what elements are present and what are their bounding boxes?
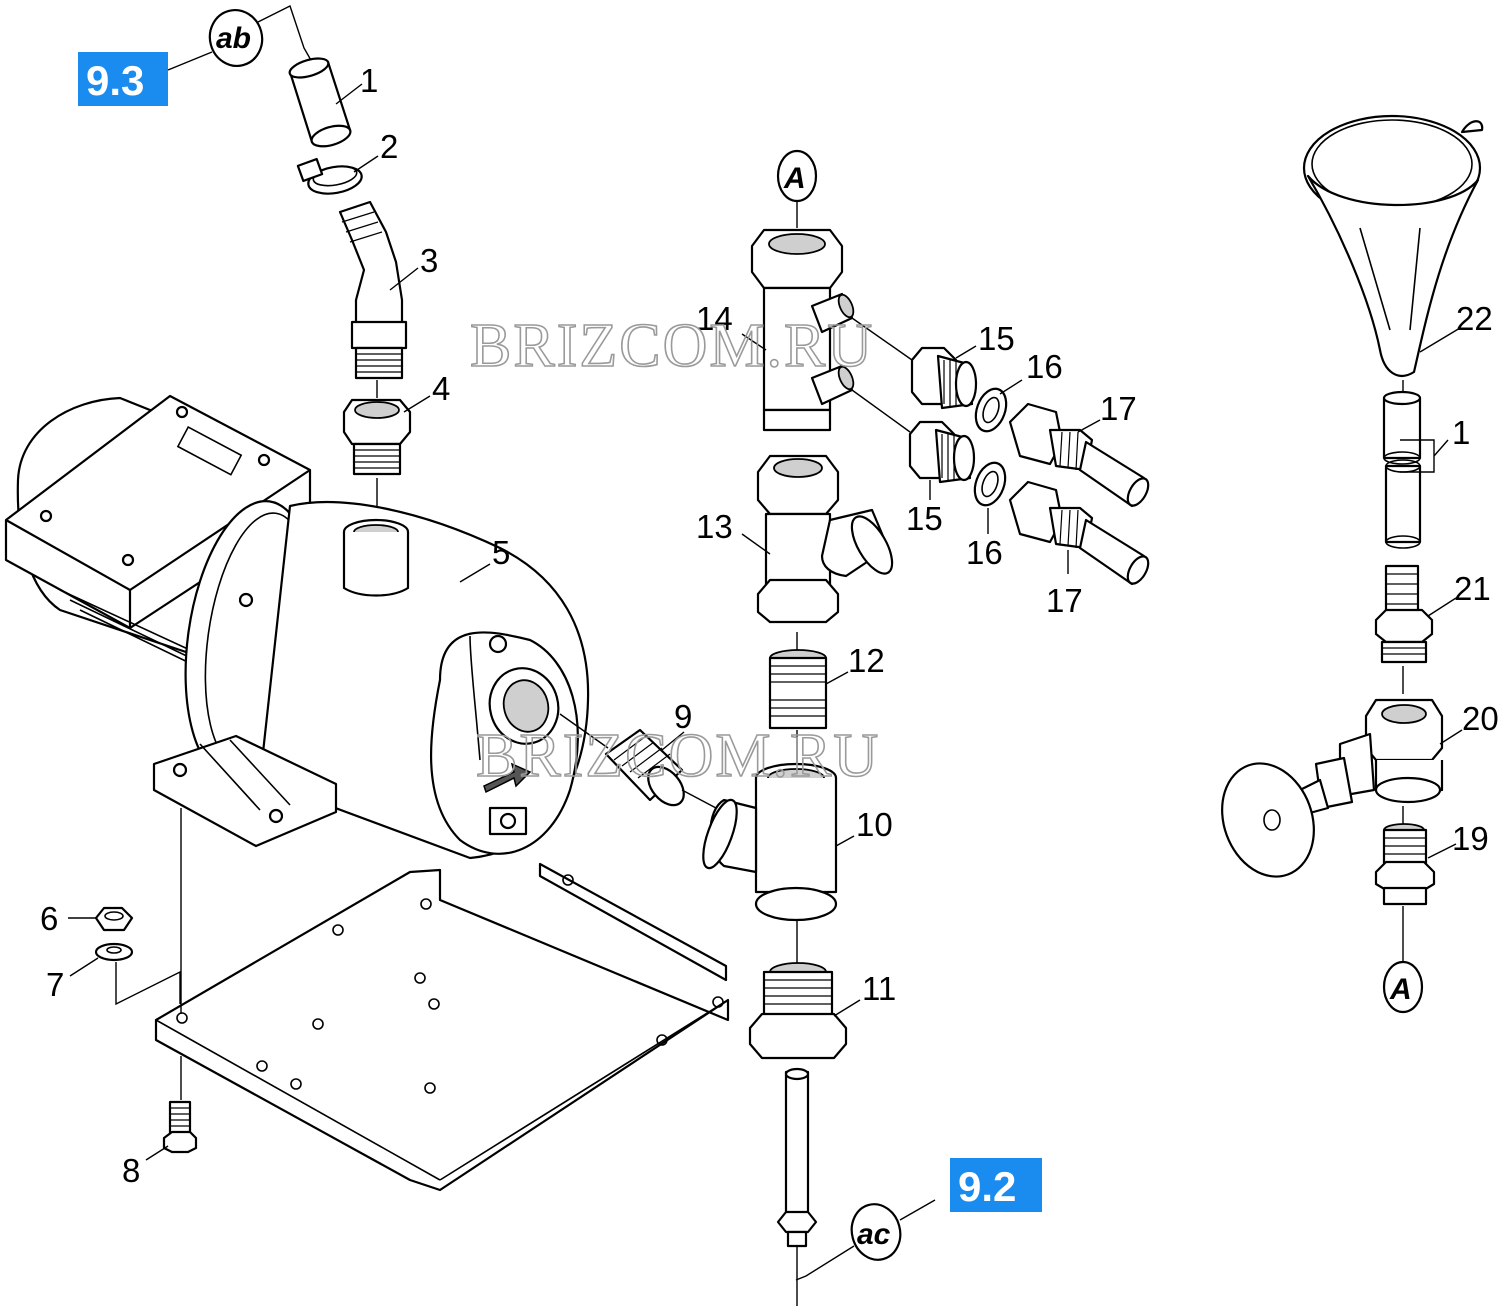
callout-14-label: 14 [696,300,733,337]
callout-9-label: 9 [674,698,692,735]
callout-11-label: 11 [862,970,896,1007]
part-nut-6[interactable] [94,906,134,932]
callout-6[interactable]: 6 [40,900,96,937]
callout-19[interactable]: 19 [1427,820,1489,859]
part-washer-16-upper[interactable] [970,385,1011,436]
part-hose-1[interactable] [288,55,353,150]
bubble-ab[interactable]: ab [167,4,313,72]
callout-7[interactable]: 7 [46,957,99,1003]
reference-badge-top-label: 9.3 [86,57,144,104]
bubble-a-top[interactable]: A [776,149,818,228]
part-pump-5[interactable] [4,394,590,860]
callout-13-label: 13 [696,508,733,545]
bubble-ac[interactable]: ac [795,1199,936,1281]
callout-15-lower[interactable]: 15 [906,480,943,537]
watermark-lower: BRIZCOM.RU [476,722,880,790]
part-clamp-2[interactable] [296,157,364,197]
reference-badge-bottom[interactable]: 9.2 [950,1158,1042,1212]
bubble-ab-label: ab [216,22,251,55]
part-hose-nipple-21[interactable] [1374,564,1434,664]
part-valve-20[interactable] [1207,698,1444,890]
part-nipple-9[interactable] [604,728,691,812]
callout-2[interactable]: 2 [353,128,398,173]
bubble-a-bottom-label: A [1389,973,1412,1006]
callout-5[interactable]: 5 [459,534,510,583]
callout-16-lower-label: 16 [966,534,1003,571]
callout-5-label: 5 [492,534,510,571]
callout-9[interactable]: 9 [661,698,692,751]
part-washer-16-lower[interactable] [969,459,1010,510]
callout-10-label: 10 [856,806,893,843]
callout-12-label: 12 [848,642,885,679]
flow-line-5-9 [559,713,609,749]
callout-17-upper[interactable]: 17 [1077,390,1137,433]
part-connector-15-upper[interactable] [910,346,978,410]
mount-leader-7 [115,962,181,1006]
bubble-ac-label: ac [857,1218,891,1251]
part-hose-nipple-3[interactable] [338,200,408,380]
callout-2-label: 2 [380,128,398,165]
callout-12[interactable]: 12 [825,642,885,685]
callout-20-label: 20 [1462,700,1499,737]
part-reducer-4[interactable] [342,398,412,476]
part-fitting-17-upper[interactable] [1008,402,1152,509]
callout-22[interactable]: 22 [1419,300,1493,353]
callout-1-right[interactable]: 1 [1400,414,1470,473]
callout-3-label: 3 [420,242,438,279]
callout-17-upper-label: 17 [1100,390,1137,427]
callout-16-upper[interactable]: 16 [999,348,1063,395]
callout-11[interactable]: 11 [833,970,896,1017]
flow-line-9-10 [681,789,717,809]
flow-line-14-15a [851,317,913,361]
part-washer-7[interactable] [94,942,134,962]
callout-1-right-label: 1 [1452,414,1470,451]
part-probe[interactable] [776,1067,818,1306]
callout-16-upper-label: 16 [1026,348,1063,385]
callout-16-lower[interactable]: 16 [966,508,1003,571]
callout-7-label: 7 [46,966,64,1003]
callout-21[interactable]: 21 [1427,570,1491,617]
callout-22-label: 22 [1456,300,1493,337]
callout-3[interactable]: 3 [389,242,438,291]
callout-19-label: 19 [1452,820,1489,857]
callout-14[interactable]: 14 [696,300,767,351]
callout-17-lower[interactable]: 17 [1046,550,1083,619]
callout-8[interactable]: 8 [122,1145,169,1189]
part-nipple-19[interactable] [1374,823,1436,906]
part-fitting-17-lower[interactable] [1008,480,1152,587]
callout-15-upper[interactable]: 15 [955,320,1015,359]
callout-15-lower-label: 15 [906,500,943,537]
flow-line-14-15b [851,389,911,433]
callout-1-top[interactable]: 1 [335,62,378,105]
base-plate [154,862,730,1192]
callout-20[interactable]: 20 [1439,700,1499,745]
callout-4[interactable]: 4 [403,370,450,413]
callout-15-upper-label: 15 [978,320,1015,357]
part-connector-15-lower[interactable] [908,420,976,484]
part-adapter-11[interactable] [748,962,848,1060]
callout-1-top-label: 1 [360,62,378,99]
bubble-a-bottom[interactable]: A [1382,906,1424,1014]
callout-21-label: 21 [1454,570,1491,607]
part-tee-13[interactable] [756,454,900,624]
callout-6-label: 6 [40,900,58,937]
watermark-upper: BRIZCOM.RU [470,312,874,380]
part-hose-1-right[interactable] [1382,390,1422,549]
reference-badge-bottom-label: 9.2 [958,1163,1016,1210]
callout-10[interactable]: 10 [835,806,893,847]
reference-badge-top[interactable]: 9.3 [78,52,168,106]
part-bolt-8[interactable] [162,1100,198,1154]
callout-17-lower-label: 17 [1046,582,1083,619]
callout-8-label: 8 [122,1152,140,1189]
callout-13[interactable]: 13 [696,508,771,555]
part-tee-10[interactable] [696,762,838,922]
bubble-a-top-label: A [783,162,806,195]
part-nipple-12[interactable] [768,649,828,730]
part-funnel-22[interactable] [1302,114,1484,377]
callout-4-label: 4 [432,370,450,407]
